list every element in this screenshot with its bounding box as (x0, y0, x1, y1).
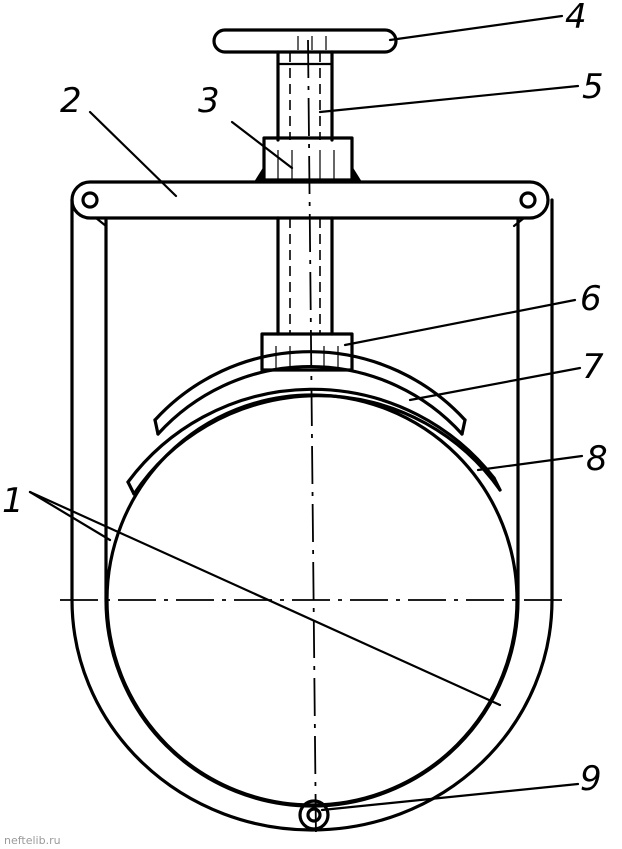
bottom-pin (298, 799, 330, 831)
label-7: 7 (582, 347, 604, 387)
screw-upper (276, 36, 334, 142)
center-lines (60, 39, 565, 841)
handwheel (212, 28, 398, 54)
label-5: 5 (582, 67, 604, 107)
label-6: 6 (580, 279, 602, 319)
screw-lower (276, 216, 334, 336)
crossbar (70, 180, 550, 220)
label-4: 4 (565, 0, 587, 37)
callout-labels: 4 5 3 2 6 7 8 1 9 (2, 0, 608, 799)
label-1: 1 (2, 481, 24, 521)
label-9: 9 (580, 759, 602, 799)
label-3: 3 (198, 81, 220, 121)
nut (254, 136, 362, 182)
watermark: neftelib.ru (4, 834, 61, 847)
leader-lines (28, 14, 584, 812)
label-2: 2 (60, 81, 82, 121)
half-shell-outer (153, 350, 467, 436)
label-8: 8 (586, 439, 608, 479)
